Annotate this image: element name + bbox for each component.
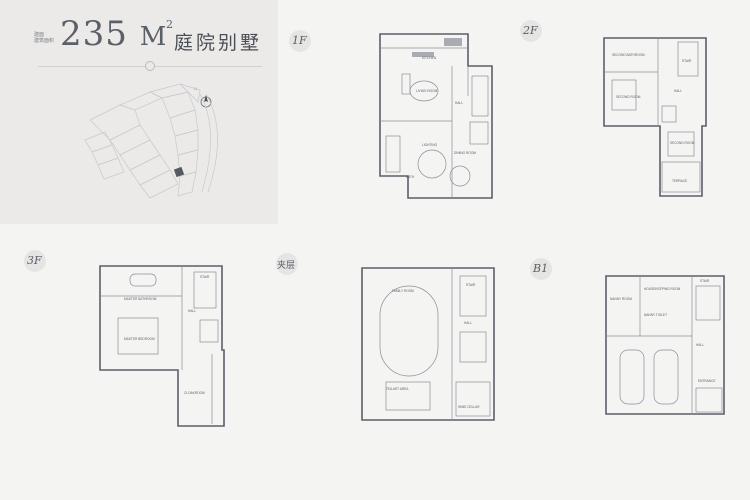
floor-label-mezz: 夹层 [277,261,296,271]
area-badge: 建面 建筑面积 [34,32,54,44]
badge-line-2: 建筑面积 [34,38,55,44]
room-stair-mezz: STAIR [466,283,476,287]
floor-label-1f: 1F [292,34,307,47]
floor-label-b1: B1 [533,262,549,275]
floor-plan-mezz: FAMILY ROOM TEA ART AREA HALL STAIR WINE… [361,267,495,421]
badge-line-1: 建面 [34,32,45,38]
area-unit: M [139,22,168,52]
floor-badge-2f [520,20,542,42]
room-tea-art: TEA ART AREA [386,387,409,391]
room-stair-b1: STAIR [700,279,710,283]
room-hall-2f: HALL [674,89,682,93]
room-hall: HALL [455,101,463,105]
room-living: LIVING ROOM [416,89,438,93]
floor-label-3f: 3F [27,254,42,267]
room-nanny-toilet: NANNY TOILET [644,313,667,317]
room-terrace: TERRACE [672,179,687,183]
room-second-room: SECOND ROOM [616,95,641,99]
floor-plan-1f: KITCHEN LIVING ROOM HALL LIGHTING DINING… [379,33,493,199]
page-title: 庭院别墅 [174,33,263,54]
room-second-room-b: SECOND ROOM [670,141,695,145]
title-card: 建面 建筑面积 235 M 2 庭院别墅 N [0,0,278,224]
room-kitchen: KITCHEN [422,56,437,60]
room-entrance: ENTRANCE [698,379,716,383]
room-cloakroom: CLOAKROOM [184,391,205,395]
room-hall-3f: HALL [188,309,196,313]
room-lighting: LIGHTING [422,143,438,147]
room-housekeeping: HOUSEKEEPING ROOM [644,287,681,291]
room-stair-2f: STAIR [682,59,692,63]
area-value: 235 [60,14,128,54]
area-number: 235 M [60,14,167,54]
room-master-bedroom: MASTER BEDROOM [124,337,155,341]
floor-plan-b1: NANNY ROOM HOUSEKEEPING ROOM NANNY TOILE… [605,275,725,415]
divider-ornament [145,61,155,71]
room-nanny: NANNY ROOM [610,297,632,301]
area-superscript: 2 [166,18,173,31]
floor-label-2f: 2F [523,24,538,37]
floor-plan-3f: MASTER BATHROOM MASTER BEDROOM HALL STAI… [99,265,225,427]
room-hall-b1: HALL [696,343,704,347]
floor-badge-3f [24,250,46,272]
room-family: FAMILY ROOM [392,289,414,293]
floor-plan-2f: SECOND BATHROOM STAIR SECOND ROOM HALL S… [603,37,707,197]
floor-badge-b1 [530,258,552,280]
room-bath: BATH [406,175,415,179]
room-second-bathroom: SECOND BATHROOM [612,53,645,57]
room-master-bathroom: MASTER BATHROOM [124,297,157,301]
site-plan-map [84,83,218,199]
room-wine-cellar: WINE CELLAR [458,405,480,409]
room-stair-3f: STAIR [200,275,210,279]
floor-badge-mezz [276,253,298,275]
floor-badge-1f [289,30,311,52]
room-dining: DINING ROOM [454,151,476,155]
room-hall-mezz: HALL [464,321,472,325]
